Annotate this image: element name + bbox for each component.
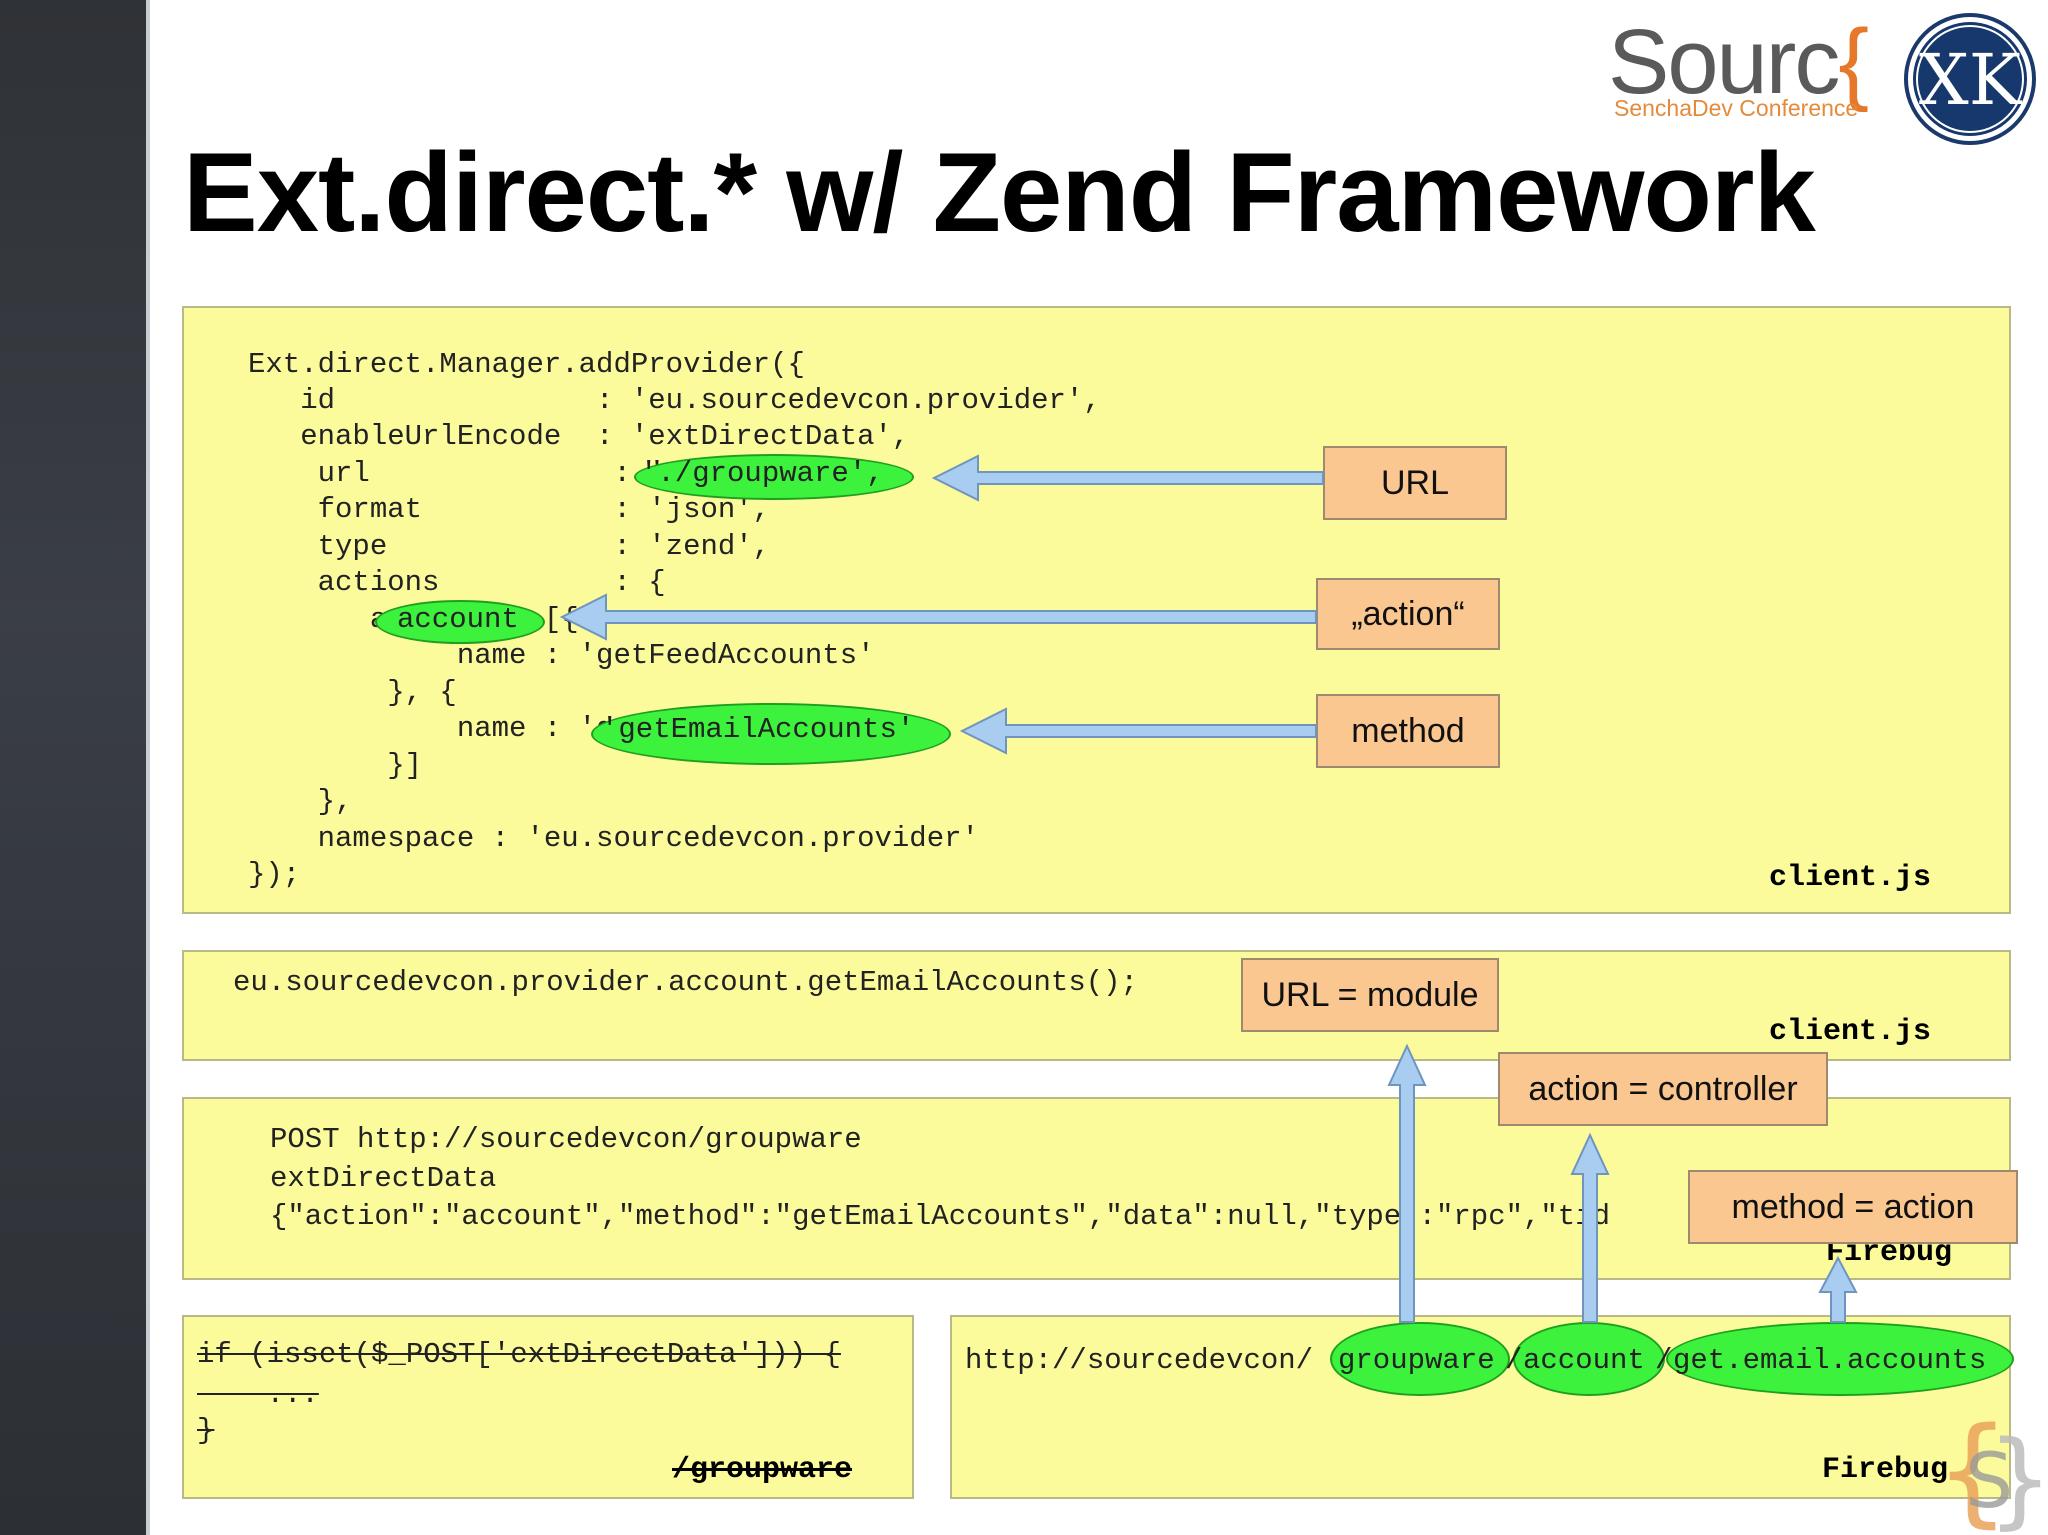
action-highlight-text: account (397, 603, 519, 636)
groupware-line: if (isset($_POST['extDirectData'])) { (197, 1338, 841, 1371)
url-label: URL (1323, 446, 1507, 520)
groupware-line: ... (197, 1378, 319, 1411)
slide-sidebar (0, 0, 146, 1535)
post-line: extDirectData (270, 1162, 497, 1195)
panel1-filename: client.js (1769, 861, 1932, 895)
firebug-url-prefix: http://sourcedevcon/ (965, 1344, 1314, 1377)
code-line: enableUrlEncode : 'extDirectData', (248, 420, 910, 453)
slide-title: Ext.direct.* w/ Zend Framework (183, 130, 1816, 255)
code-line: name : 'getFeedAccounts' (248, 639, 875, 672)
groupware-line: } (197, 1414, 215, 1447)
code-line: namespace : 'eu.sourcedevcon.provider' (248, 822, 979, 855)
post-line: POST http://sourcedevcon/groupware (270, 1123, 862, 1156)
url-module-label: URL = module (1241, 958, 1499, 1032)
panel4-filename: /groupware (672, 1453, 853, 1487)
code-line: Ext.direct.Manager.addProvider({ (248, 348, 805, 381)
firebug-url-segment: get.email.accounts (1673, 1344, 1987, 1377)
source-dev-con-logo: Sourc{ (1608, 11, 1869, 113)
code-line: format : 'json', (248, 493, 771, 526)
firebug-url-separator: / (1505, 1344, 1523, 1377)
method-highlight-text: 'getEmailAccounts' (601, 713, 915, 746)
url-highlight-text: './groupware', (640, 457, 884, 490)
url-arrow-icon (931, 454, 1324, 502)
svg-text:{: { (1935, 1403, 2010, 1535)
module-segment-highlight (1330, 1322, 1510, 1396)
panel5-filename: Firebug (1822, 1453, 1949, 1487)
module-up-arrow-icon (1387, 1043, 1427, 1323)
action-segment-highlight (1666, 1322, 2014, 1396)
url-highlight (634, 454, 914, 500)
action-up-arrow-icon (1818, 1255, 1858, 1323)
badge-letters: XK (1919, 39, 2023, 121)
code-line: }); (248, 858, 301, 891)
logo-subtitle: SenchaDev Conference (1614, 95, 1859, 121)
post-line: {"action":"account","method":"getEmailAc… (270, 1200, 1611, 1233)
method-highlight (591, 703, 951, 765)
client-call-code: eu.sourcedevcon.provider.account.getEmai… (233, 966, 1138, 999)
method-arrow-icon (959, 707, 1317, 755)
client-call-panel (182, 950, 2011, 1061)
firebug-url-segment: account (1523, 1344, 1645, 1377)
action-arrow-icon (559, 593, 1317, 641)
method-label: method (1316, 694, 1500, 768)
action-highlight (375, 600, 545, 644)
action-label: „action“ (1316, 578, 1500, 650)
code-line: id : 'eu.sourcedevcon.provider', (248, 384, 1101, 417)
panel2-filename: client.js (1769, 1015, 1932, 1049)
conference-badge-icon: XK (1904, 13, 2036, 145)
code-line: }, (248, 785, 353, 818)
groupware-panel (182, 1315, 914, 1499)
code-line: actions : { (248, 566, 666, 599)
code-line: type : 'zend', (248, 530, 771, 563)
code-line: }, { (248, 676, 457, 709)
method-action-label: method = action (1688, 1170, 2018, 1244)
controller-segment-highlight (1513, 1322, 1665, 1396)
sidebar-edge (146, 0, 150, 1535)
svg-text:}: } (1987, 1418, 2048, 1535)
action-controller-label: action = controller (1498, 1052, 1828, 1126)
svg-text:S: S (1965, 1436, 2013, 1525)
firebug-url-segment: groupware (1338, 1344, 1495, 1377)
code-line: }] (248, 749, 423, 782)
firebug-url-separator: / (1655, 1344, 1673, 1377)
controller-up-arrow-icon (1570, 1132, 1610, 1323)
sourcedevcon-s-logo-icon: { } S (1935, 1403, 2048, 1535)
logo-brace: { (1838, 11, 1869, 113)
